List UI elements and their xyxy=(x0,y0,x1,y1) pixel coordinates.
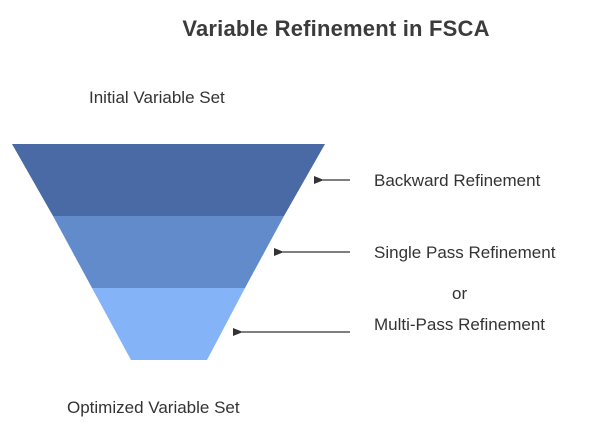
funnel-stage-single-pass xyxy=(53,216,284,288)
initial-variable-set-label: Initial Variable Set xyxy=(89,88,225,107)
diagram-title: Variable Refinement in FSCA xyxy=(182,16,490,41)
funnel-stage-multi-pass xyxy=(92,288,245,360)
funnel-stage-backward xyxy=(12,144,325,216)
single-pass-refinement-label: Single Pass Refinement xyxy=(374,243,556,262)
optimized-variable-set-label: Optimized Variable Set xyxy=(67,398,240,417)
or-connector-label: or xyxy=(452,284,468,303)
multi-pass-refinement-label: Multi-Pass Refinement xyxy=(374,315,546,334)
backward-refinement-label: Backward Refinement xyxy=(374,171,541,190)
